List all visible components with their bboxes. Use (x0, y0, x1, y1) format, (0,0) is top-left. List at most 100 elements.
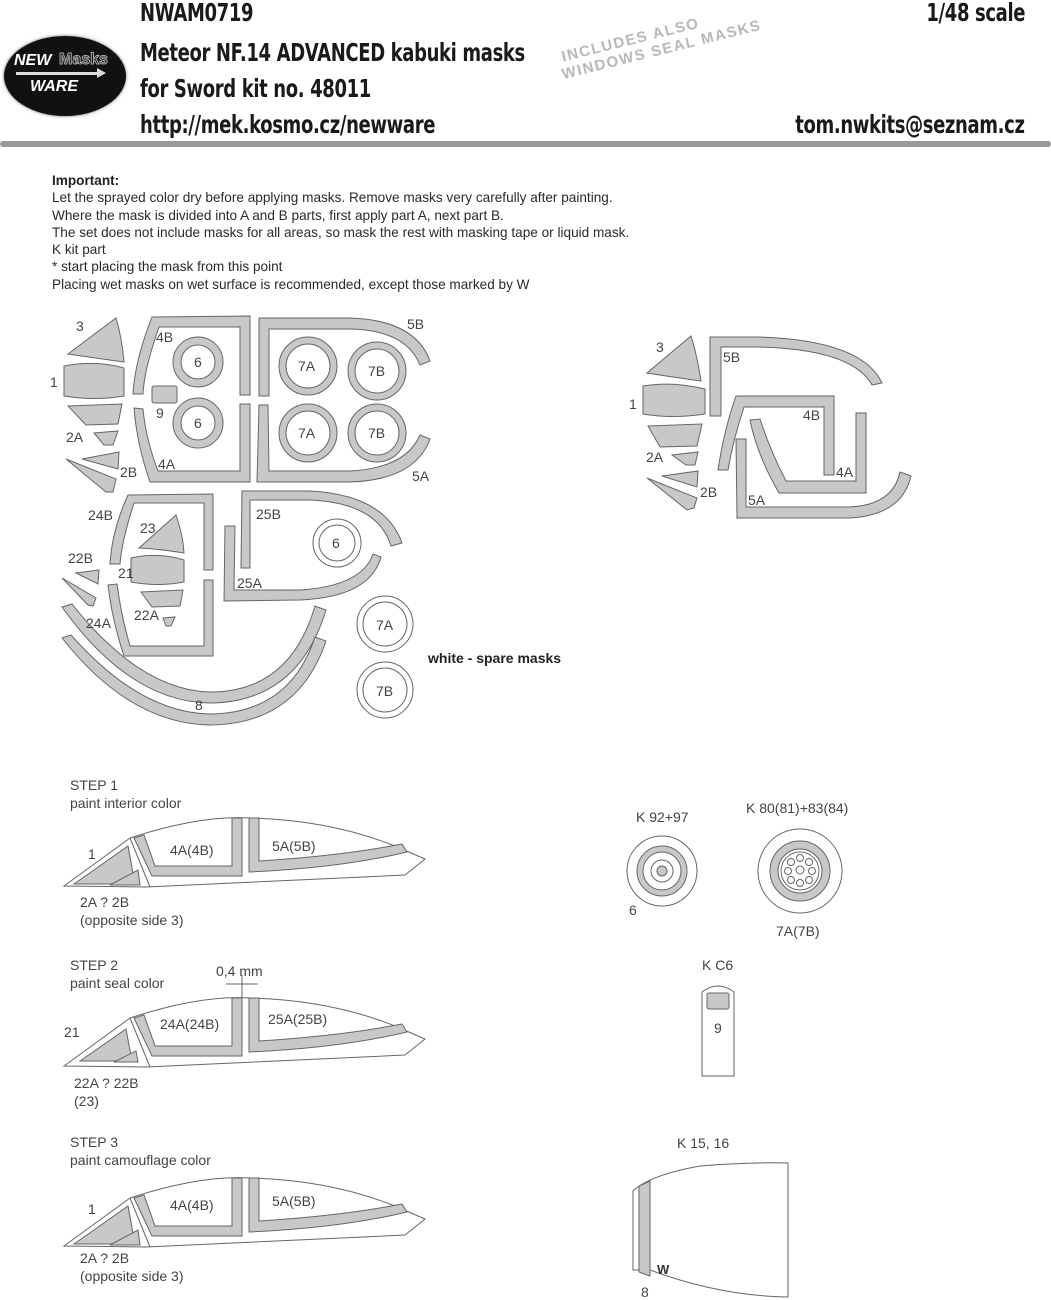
nose-mask: 8 (641, 1284, 649, 1300)
step2-title: STEP 2 (70, 957, 118, 973)
canopy-step3 (62, 1177, 426, 1248)
important-notes: Important: Let the sprayed color dry bef… (52, 172, 629, 293)
mask-5b (258, 317, 431, 397)
logo-word-new: NEW (14, 52, 52, 69)
alt-label-2a: 2A (646, 449, 664, 465)
step2-dimension: 0,4 mm (216, 963, 263, 979)
label-9: 9 (156, 405, 164, 421)
alt-label-4b: 4B (803, 407, 821, 423)
alt-label-5b: 5B (723, 349, 741, 365)
step3-parts-a: 4A(4B) (170, 1197, 214, 1213)
label-7a: 7A (298, 358, 316, 374)
logo-word-masks: Masks (59, 51, 109, 69)
label-21: 21 (118, 565, 134, 581)
logo-arrow-icon (16, 68, 106, 78)
label-2b: 2B (120, 464, 138, 480)
alt-label-1: 1 (629, 396, 637, 412)
logo-word-ware: WARE (30, 78, 78, 95)
step2-parts-b: 25A(25B) (268, 1011, 328, 1027)
mask-5a (256, 404, 431, 483)
mask-4b (132, 315, 251, 396)
step3-bottom-2: (opposite side 3) (80, 1268, 184, 1284)
step2-desc: paint seal color (70, 975, 165, 991)
label-22a: 22A (134, 607, 159, 623)
mask-24a (107, 579, 214, 657)
label-7a: 7A (298, 425, 316, 441)
note-line: Placing wet masks on wet surface is reco… (52, 276, 530, 292)
mask-21 (130, 554, 185, 585)
mask-9 (151, 385, 178, 404)
nose-kit-ref: K 15, 16 (677, 1135, 730, 1151)
label-3: 3 (76, 318, 84, 334)
mask-4a (133, 403, 251, 483)
mask-3 (66, 317, 125, 363)
step1-bottom-2: (opposite side 3) (80, 912, 184, 928)
mask-22b-upper (74, 569, 100, 585)
label-6: 6 (194, 354, 202, 370)
step2-front-label: 21 (64, 1024, 80, 1040)
label-22b: 22B (68, 550, 93, 566)
mask-25b (240, 490, 403, 569)
step2-bottom-1: 22A ? 22B (74, 1075, 139, 1091)
header-divider (0, 141, 1051, 147)
label-24b: 24B (88, 507, 113, 523)
page-title: Meteor NF.14 ADVANCED kabuki masks (140, 38, 525, 67)
note-line: Where the mask is divided into A and B p… (52, 207, 504, 223)
label-1: 1 (50, 374, 58, 390)
step3-front-label: 1 (88, 1201, 96, 1217)
note-line: Let the sprayed color dry before applyin… (52, 190, 613, 206)
notes-heading: Important: (52, 173, 120, 188)
alt-label-4a: 4A (836, 464, 854, 480)
label-7b: 7B (368, 363, 386, 379)
alt-label-3: 3 (656, 339, 664, 355)
label-8: 8 (195, 697, 203, 713)
canopy-step2 (62, 975, 426, 1068)
wet-exception-marker: W (657, 1262, 670, 1277)
label-7b: 7B (368, 425, 386, 441)
step1-bottom-1: 2A ? 2B (80, 894, 130, 910)
label-5b: 5B (407, 316, 425, 332)
mask-22a-lower (162, 616, 176, 627)
website-link[interactable]: http://mek.kosmo.cz/newware (140, 110, 436, 139)
label-6: 6 (194, 415, 202, 431)
mask-23 (137, 514, 185, 554)
label-23: 23 (140, 520, 156, 536)
new-ware-logo: NEW Masks WARE (4, 36, 126, 116)
step2-parts-a: 24A(24B) (160, 1016, 220, 1032)
light-mask: 9 (714, 1020, 722, 1036)
note-line: The set does not include masks for all a… (52, 224, 630, 240)
label-25a: 25A (237, 575, 262, 591)
step3-title: STEP 3 (70, 1134, 118, 1150)
step1-parts-b: 5A(5B) (272, 838, 316, 854)
mask-2b-lower (65, 458, 117, 493)
wheel-large-kit-ref: K 80(81)+83(84) (746, 800, 849, 816)
label-7b-spare: 7B (376, 683, 394, 699)
mask-8 (61, 634, 327, 726)
label-7a-spare: 7A (376, 617, 394, 633)
step2-bottom-2: (23) (74, 1093, 99, 1109)
label-4a: 4A (158, 456, 176, 472)
scale-label: 1/48 scale (926, 0, 1025, 27)
mask-2b-upper (81, 451, 120, 470)
alt-label-5a: 5A (748, 492, 766, 508)
step3-desc: paint camouflage color (70, 1152, 211, 1168)
step1-title: STEP 1 (70, 777, 118, 793)
wheel-small-mask: 6 (629, 902, 637, 918)
canopy-step1 (62, 817, 426, 888)
mask-2a-lower (93, 430, 119, 446)
product-code: NWAM0719 (140, 0, 254, 27)
subtitle: for Sword kit no. 48011 (140, 74, 371, 103)
step3-parts-b: 5A(5B) (272, 1193, 316, 1209)
email-link[interactable]: tom.nwkits@seznam.cz (795, 110, 1026, 139)
label-25b: 25B (256, 506, 281, 522)
mask-25a (223, 525, 382, 602)
step1-parts-a: 4A(4B) (170, 842, 214, 858)
mask-2a-upper (66, 403, 123, 426)
wheel-small-kit-ref: K 92+97 (636, 809, 689, 825)
mask-arc-upper (61, 603, 327, 704)
label-24a: 24A (86, 615, 111, 631)
mask-22a-upper (140, 589, 184, 608)
note-line: * start placing the mask from this point (52, 259, 283, 275)
step1-front-label: 1 (88, 846, 96, 862)
